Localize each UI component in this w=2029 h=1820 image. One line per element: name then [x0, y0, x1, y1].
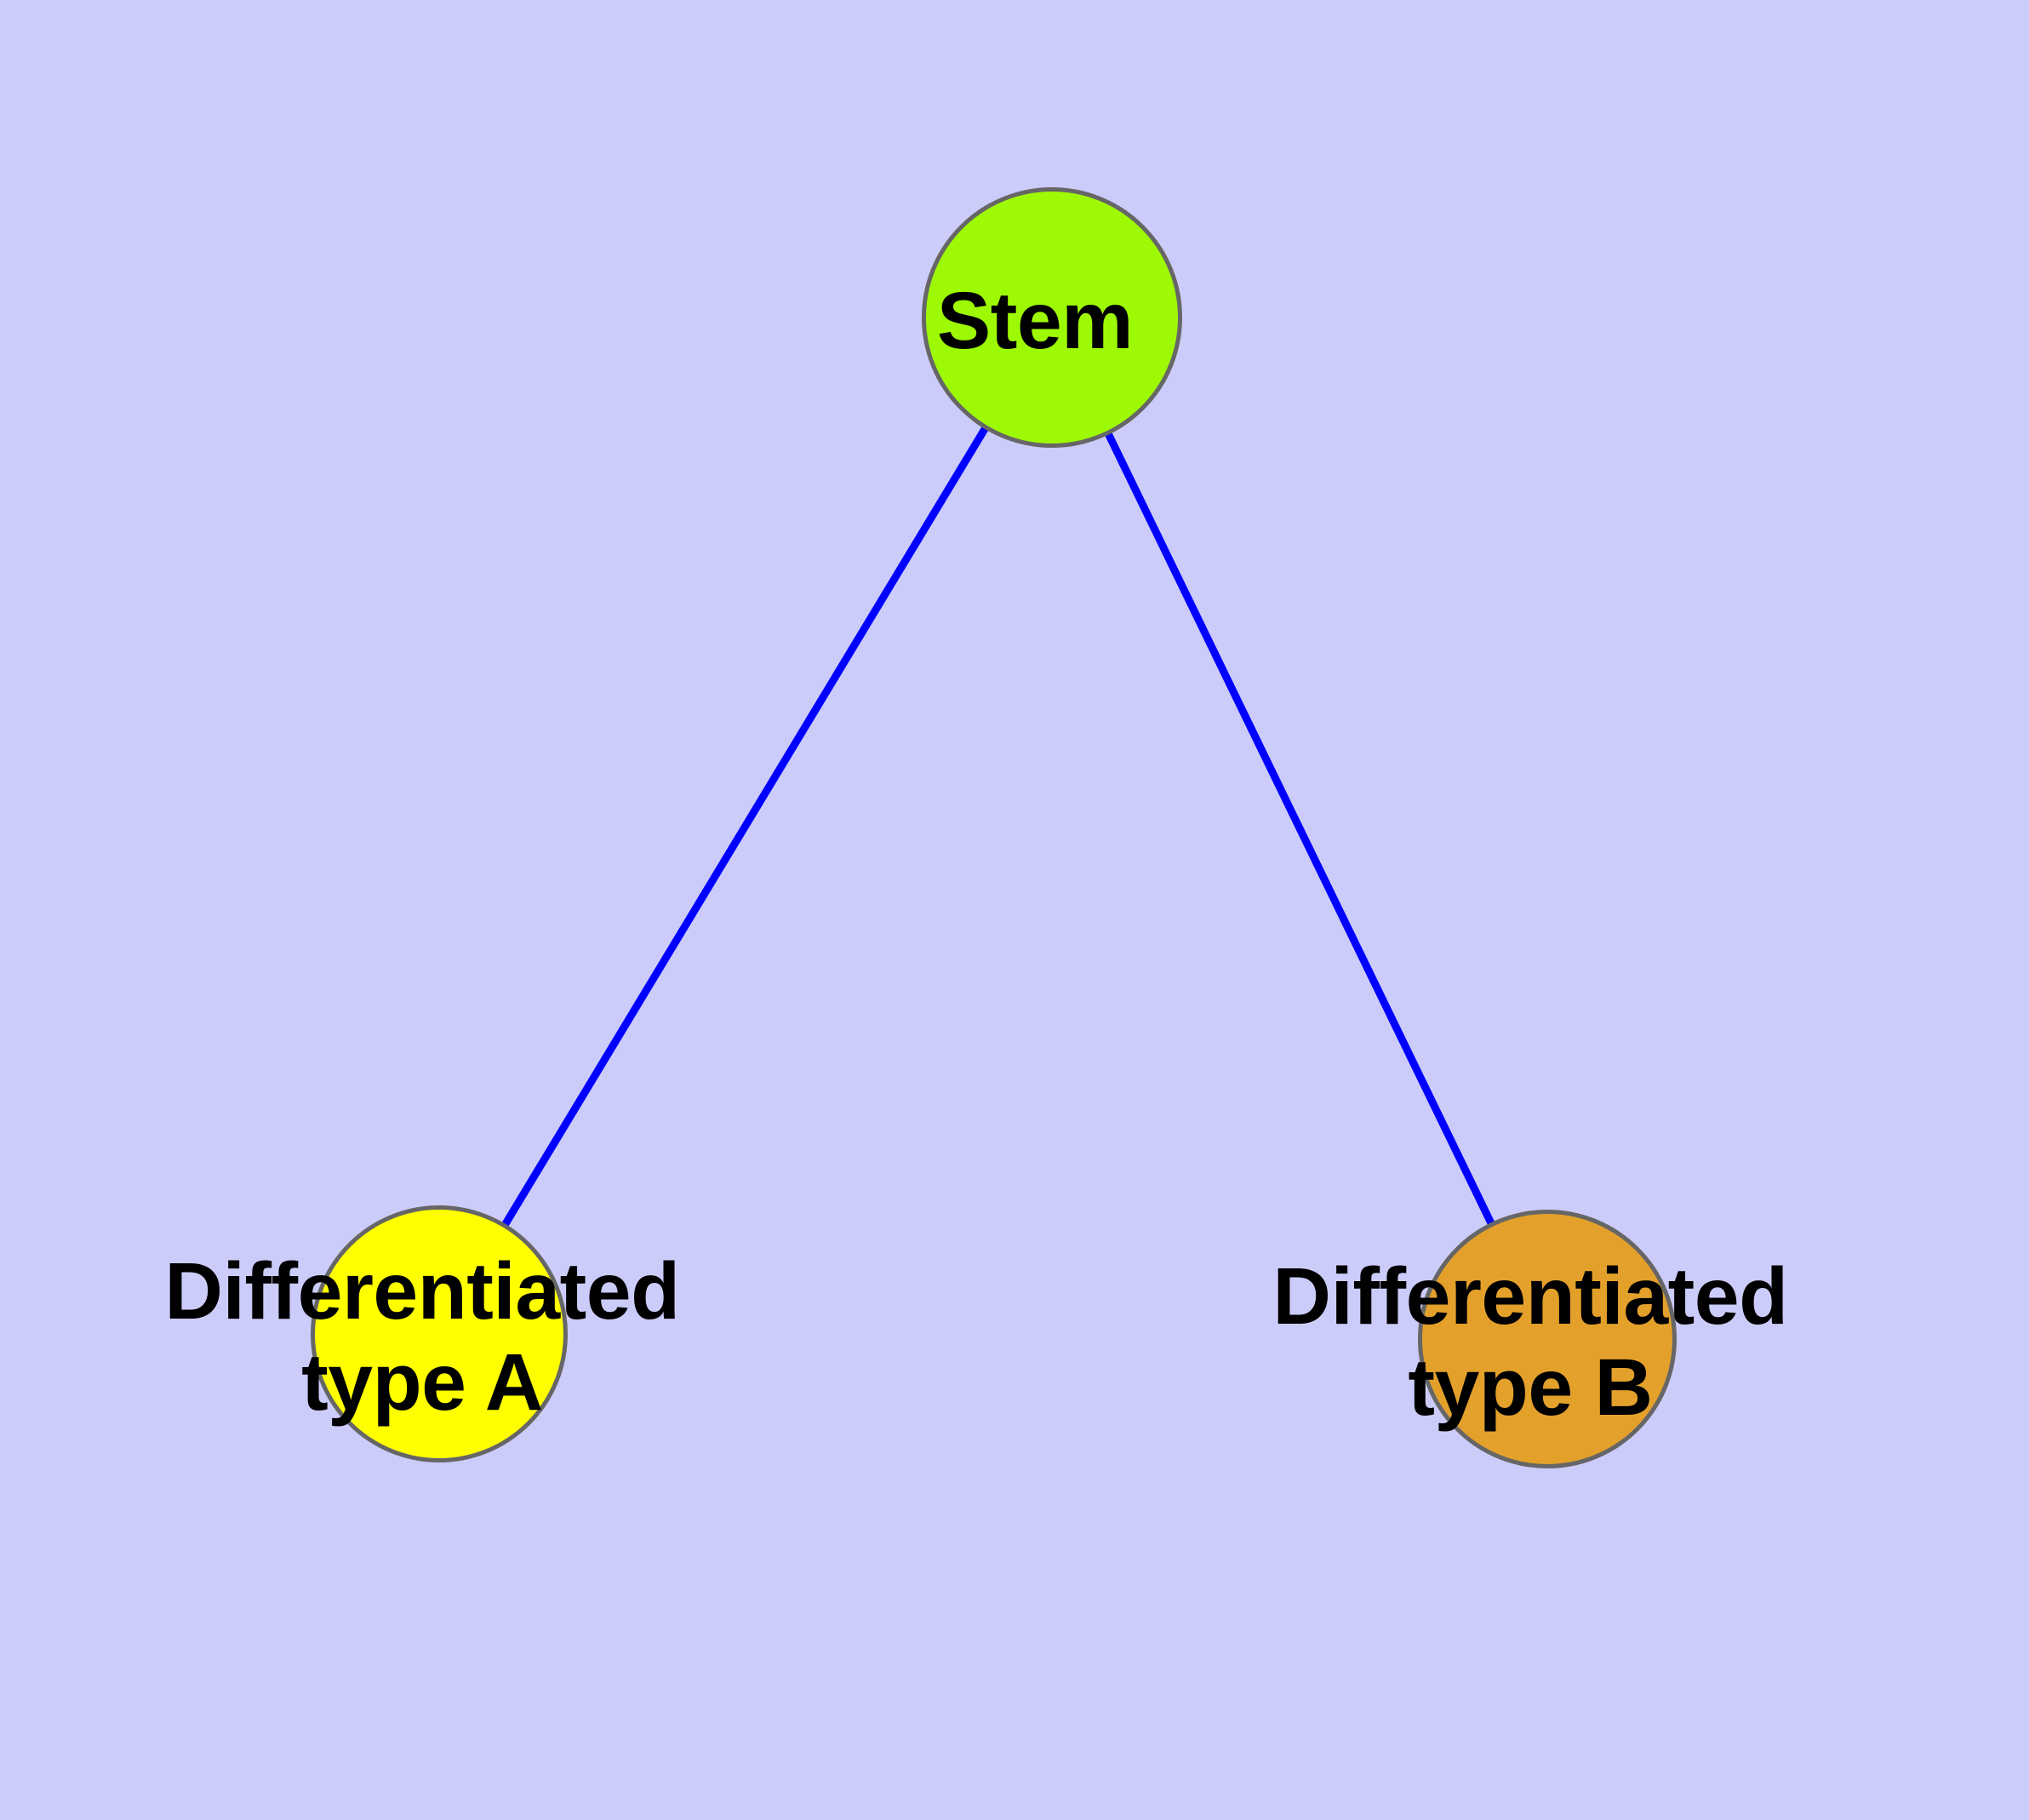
node-stem[interactable]	[922, 187, 1182, 448]
node-label-differentiated-type-b: Differentiated type B	[1272, 1251, 1788, 1433]
node-label-differentiated-type-a: Differentiated type A	[164, 1246, 680, 1428]
node-differentiated-type-b[interactable]	[1418, 1210, 1677, 1468]
edge-stem-to-differentiated-type-b[interactable]	[1048, 316, 1552, 1341]
node-differentiated-type-a[interactable]	[311, 1205, 568, 1462]
node-label-stem: Stem	[936, 275, 1134, 366]
edge-stem-to-differentiated-type-a[interactable]	[436, 315, 1055, 1336]
